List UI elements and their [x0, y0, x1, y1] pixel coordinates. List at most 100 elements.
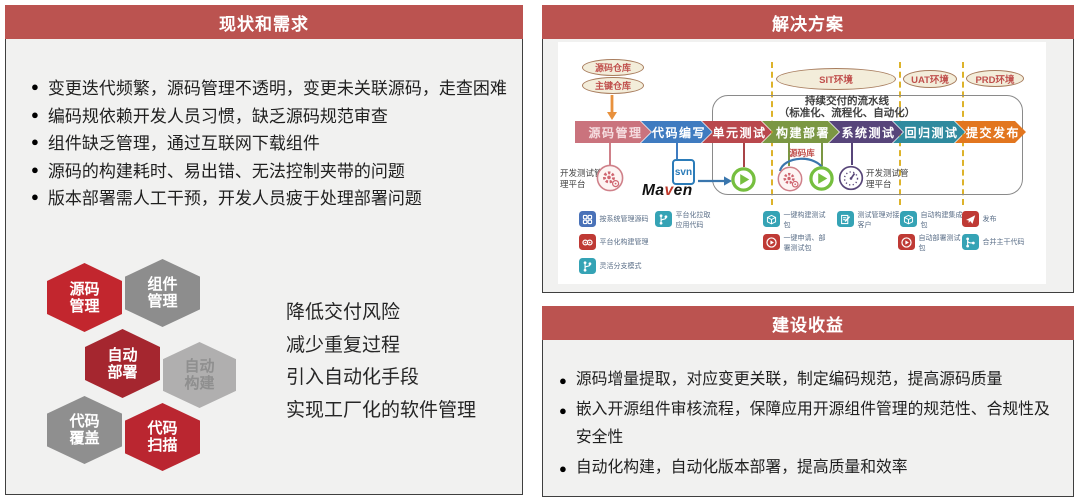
goal-item: 减少重复过程 — [286, 334, 401, 356]
grid-icon — [579, 211, 596, 227]
maven-text-accent: v — [664, 182, 674, 199]
key-repo-oval: 主键仓库 — [582, 77, 644, 94]
uat-env-label: UAT环境 — [911, 75, 949, 86]
delivery-pipeline-box — [712, 95, 1023, 195]
gear-circle-icon — [777, 166, 803, 192]
feature-item: 按系统管理源码 — [579, 211, 649, 227]
hexagon-code-scan: 代码扫描 — [125, 403, 200, 471]
git-branch-icon — [579, 258, 596, 274]
status-bullet-text: 编码规依赖开发人员习惯，缺乏源码规范审查 — [47, 106, 388, 126]
stage-label: 提交发布 — [965, 125, 1020, 140]
feature-label: 自动部署测试 包 — [918, 235, 961, 252]
benefit-title: 建设收益 — [772, 315, 844, 335]
current-status-panel: 现状和需求 ● 变更迭代频繁，源码管理不透明，变更未关联源码，走查困难 ● 编码规依… — [5, 5, 523, 495]
benefit-bullet-text: 自动化构建，自动化版本部署，提高质量和效率 — [575, 458, 908, 476]
hexagon-auto-deploy: 自动部署 — [85, 329, 160, 398]
hexagon-label: 代码覆盖 — [69, 413, 100, 447]
feature-item: 一键构建测试 包 — [763, 211, 826, 231]
hexagon-label: 自动部署 — [107, 346, 138, 381]
stage-label: 源码管理 — [588, 125, 643, 140]
source-repo-oval: 源码仓库 — [582, 59, 644, 76]
delivery-pipeline-box-title: 持续交付的流水线 （标准化、流程化、自动化） — [692, 95, 1002, 119]
status-bullet-item: ● 组件缺乏管理，通过互联网下载组件 — [31, 128, 507, 156]
solution-header: 解决方案 — [542, 5, 1074, 39]
hexagon-label: 组件管理 — [147, 276, 178, 310]
feature-label: 平台化拉取 应用代码 — [675, 212, 711, 229]
stage-regression-test: 回归测试 — [893, 121, 965, 143]
stage-label: 回归测试 — [904, 125, 959, 140]
git-merge-icon — [962, 234, 979, 250]
connector-line — [851, 143, 853, 165]
stage-system-test: 系统测试 — [829, 121, 903, 143]
feature-item: 灵活分支模式 — [579, 258, 642, 274]
feature-label: 灵活分支模式 — [599, 262, 642, 270]
gear-circle-icon — [596, 164, 624, 192]
status-bullet-item: ●版本部署需人工干预，开发人员疲于处理部署问题 — [31, 183, 507, 211]
feature-label: 一键申请、部 署测试包 — [783, 235, 826, 252]
feature-label: 自动构建集成 包 — [920, 212, 963, 229]
status-bullet-text: 源码的构建耗时、易出错、无法控制夹带的问题 — [47, 161, 405, 181]
feature-item: 平台化构建管理 — [579, 234, 649, 250]
stage-build-deploy: 构建部署 — [762, 121, 839, 143]
feature-label: 平台化构建管理 — [599, 238, 649, 246]
maven-text: en — [673, 182, 693, 199]
connector-line — [676, 143, 678, 160]
benefit-bullet-text: 嵌入开源组件审核流程，保障应用开源组件管理的规范性、合规性及 安全性 — [575, 400, 1050, 447]
package-icon — [900, 211, 917, 227]
stage-release: 提交发布 — [955, 121, 1026, 143]
bullet-dot-icon: ● — [31, 79, 39, 95]
hexagon-component-mgmt: 组件管理 — [125, 259, 200, 327]
stage-label: 代码编写 — [651, 125, 706, 140]
goal-item: 实现工厂化的软件管理 — [286, 399, 477, 421]
play-circle-icon — [809, 166, 834, 191]
stage-source-mgmt: 源码管理 — [575, 121, 651, 143]
hexagon-label: 源码管理 — [69, 280, 100, 315]
prd-env-label: PRD环境 — [975, 74, 1015, 86]
bullet-dot-icon: ● — [31, 189, 39, 205]
benefit-panel: 建设收益 — [542, 306, 1074, 497]
bullet-dot-icon: ● — [559, 373, 567, 388]
bullet-dot-icon: ● — [31, 134, 39, 150]
hexagon-label: 代码扫描 — [147, 420, 178, 454]
connector-line — [788, 143, 790, 166]
feature-item: 发布 — [962, 211, 997, 227]
feature-label: 一键构建测试 包 — [783, 212, 826, 229]
goal-item: 降低交付风险 — [286, 302, 401, 323]
feature-item: 自动构建集成 包 — [900, 211, 963, 231]
goal-item: 引入自动化手段 — [286, 367, 420, 388]
current-status-bullet-list: ● 变更迭代频繁，源码管理不透明，变更未关联源码，走查困难 ● 编码规依赖开发人员习… — [31, 73, 507, 211]
current-status-title: 现状和需求 — [219, 14, 309, 34]
hexagon-source-mgmt: 源码管理 — [47, 263, 122, 332]
feature-item: 测试管理对接 客户 — [837, 211, 900, 231]
flow-arrow-icon — [698, 176, 732, 186]
feature-label: 测试管理对接 客户 — [857, 212, 900, 229]
benefit-bullet-list: ●源码增量提取，对应变更关联，制定编码规范，提高源码质量 ●嵌入开源组件审核流程… — [559, 366, 1069, 483]
connector-line — [609, 143, 611, 166]
svn-box: svn — [672, 159, 695, 185]
svn-label: svn — [674, 166, 693, 178]
clipboard-icon — [837, 211, 854, 227]
feature-label: 发布 — [982, 215, 997, 223]
connector-line — [743, 143, 745, 167]
prd-env-oval: PRD环境 — [966, 70, 1024, 87]
bullet-dot-icon: ● — [31, 106, 39, 122]
current-status-header: 现状和需求 — [5, 5, 523, 39]
status-bullet-item: ● 变更迭代频繁，源码管理不透明，变更未关联源码，走查困难 — [31, 73, 507, 101]
status-bullet-text: 组件缺乏管理，通过互联网下载组件 — [47, 134, 320, 154]
goal-list: 降低交付风险 减少重复过程 引入自动化手段 实现工厂化的软件管理 — [286, 297, 476, 427]
key-repo-oval-label: 主键仓库 — [594, 81, 631, 91]
play-circle-icon — [731, 167, 756, 192]
bullet-dot-icon: ● — [559, 460, 567, 476]
status-bullet-item: ● 编码规依赖开发人员习惯，缺乏源码规范审查 — [31, 101, 507, 129]
source-repo-note: 源码库 — [789, 148, 815, 158]
benefit-bullet-item: ● 自动化构建，自动化版本部署，提高质量和效率 — [559, 454, 1069, 483]
bullet-dot-icon: ● — [31, 161, 39, 177]
feature-label: 合并主干代码 — [982, 238, 1025, 246]
maven-logo: Maven — [642, 182, 693, 200]
uat-env-oval: UAT环境 — [903, 70, 957, 88]
status-bullet-text: 变更迭代频繁，源码管理不透明，变更未关联源码，走查困难 — [47, 79, 507, 99]
benefit-bullet-item: ●嵌入开源组件审核流程，保障应用开源组件管理的规范性、合规性及 安全性 — [559, 396, 1069, 453]
maven-text: Ma — [642, 182, 665, 199]
pipeline-title-line2: （标准化、流程化、自动化） — [778, 106, 916, 119]
hexagon-label: 自动构建 — [184, 358, 215, 392]
